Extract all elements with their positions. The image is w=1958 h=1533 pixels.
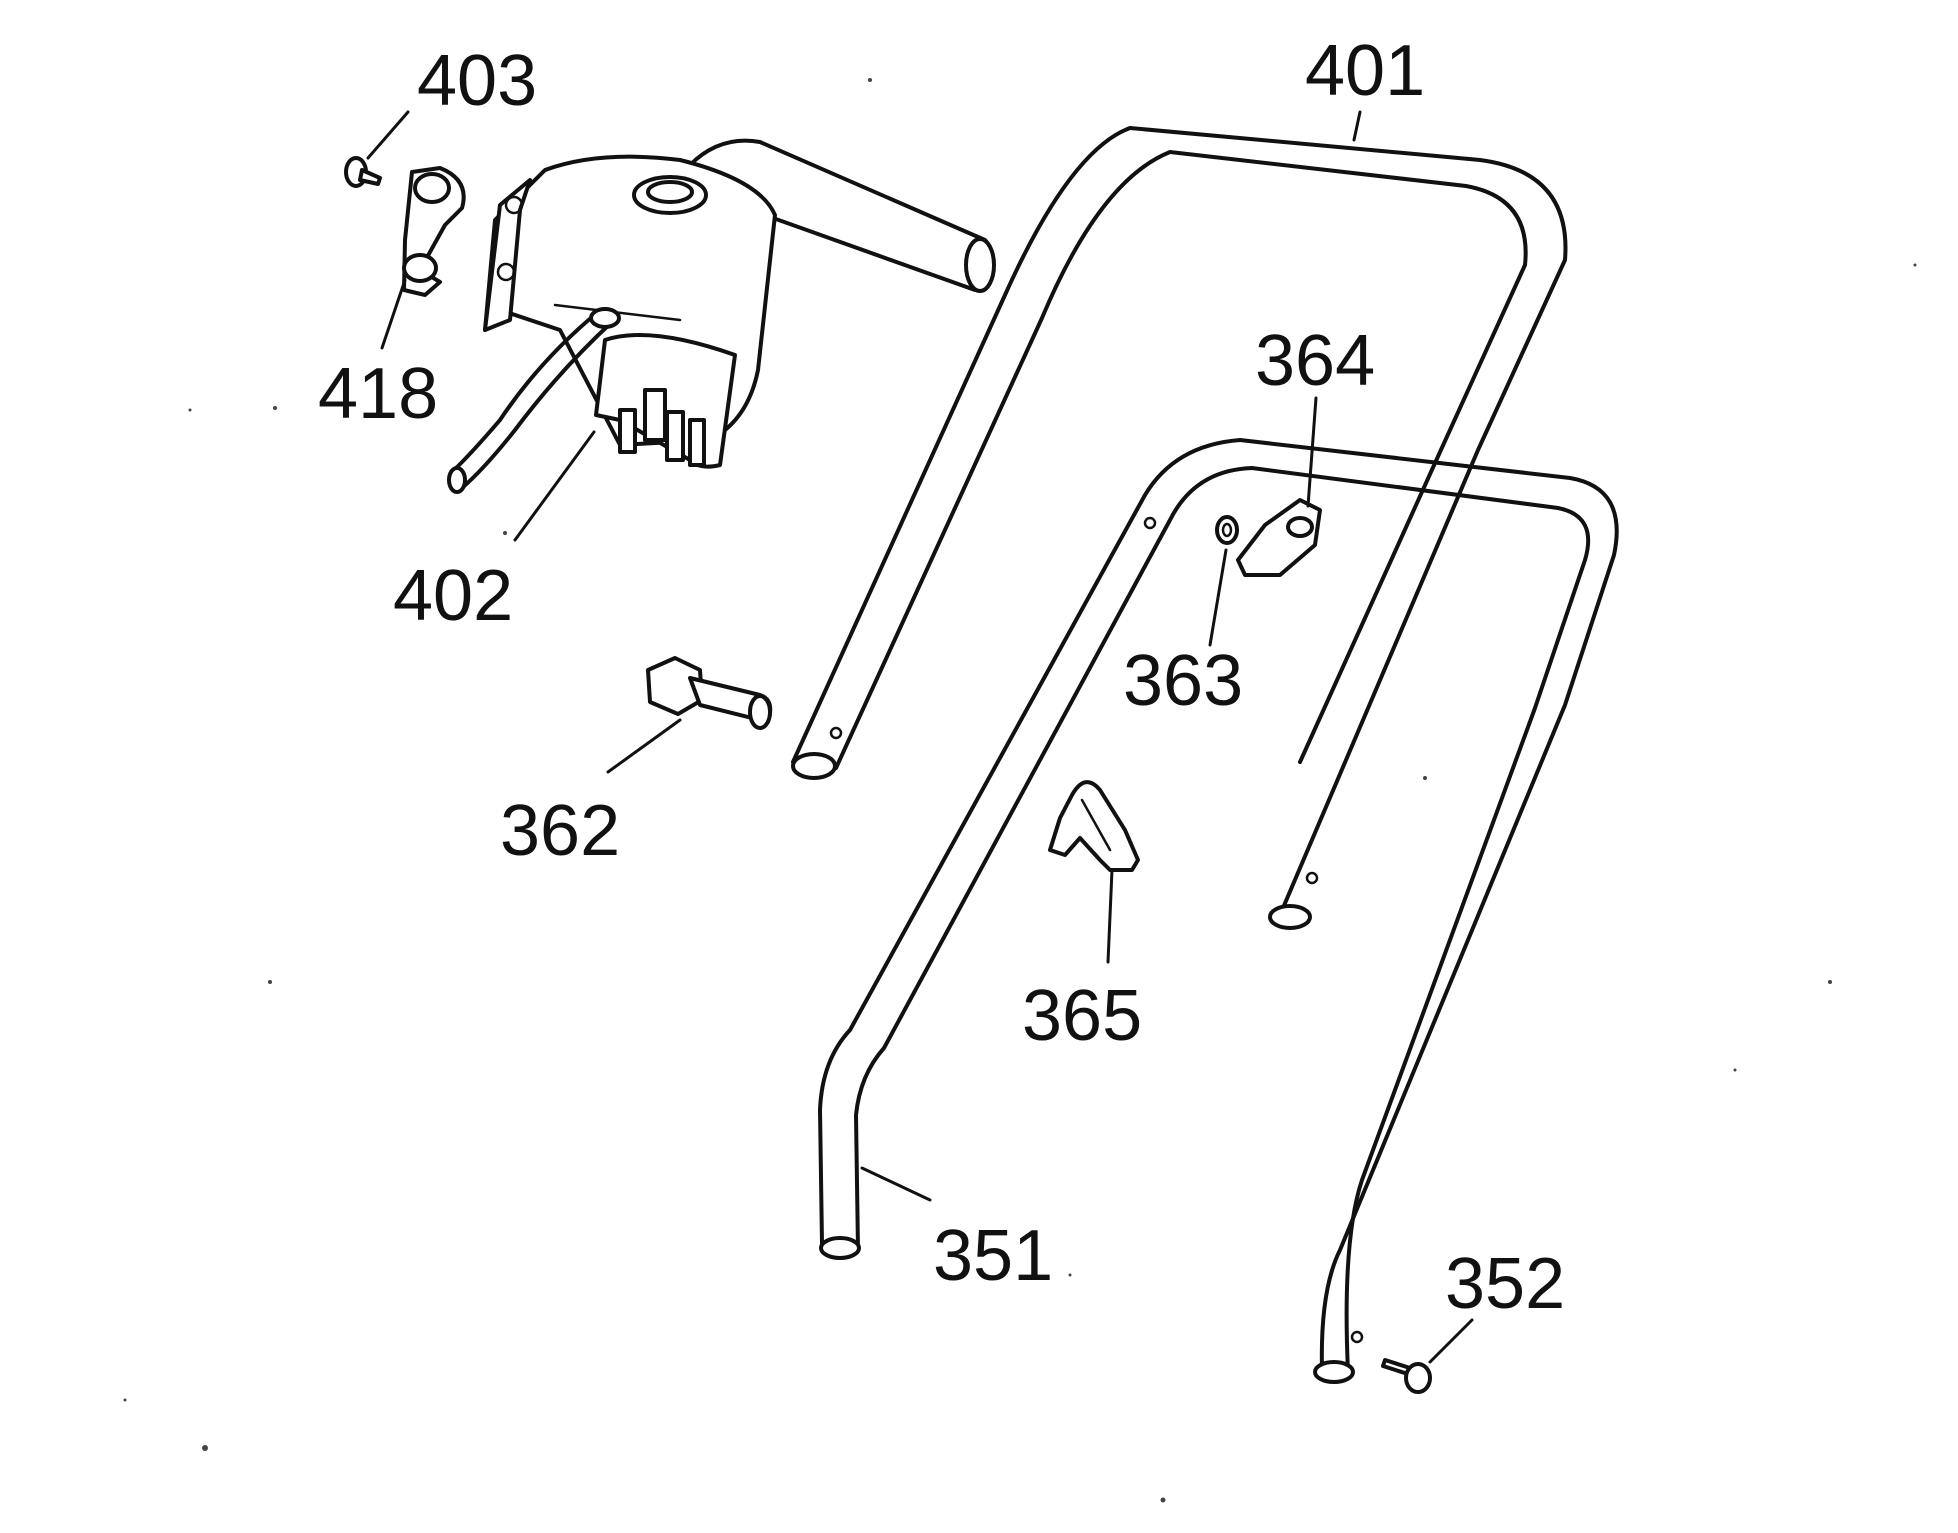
callout-364: 364 bbox=[1255, 321, 1375, 401]
callout-362: 362 bbox=[500, 791, 620, 871]
callout-labels: 403 418 402 401 364 363 362 365 351 352 bbox=[318, 31, 1565, 1324]
scan-specks bbox=[123, 78, 1917, 1503]
leader-lines bbox=[366, 110, 1474, 1364]
lower-handle-351 bbox=[818, 438, 1619, 1384]
bracket-418 bbox=[402, 166, 466, 297]
callout-418: 418 bbox=[318, 354, 438, 434]
knob-364 bbox=[1236, 498, 1322, 577]
callout-351: 351 bbox=[933, 1216, 1053, 1296]
clip-365 bbox=[1048, 780, 1140, 872]
callout-352: 352 bbox=[1445, 1244, 1565, 1324]
callout-365: 365 bbox=[1022, 976, 1142, 1056]
callout-403: 403 bbox=[417, 41, 537, 121]
screw-403 bbox=[344, 156, 382, 188]
screw-352 bbox=[1381, 1358, 1432, 1394]
switch-housing-402 bbox=[447, 138, 996, 494]
callout-402: 402 bbox=[393, 556, 513, 636]
washer-363 bbox=[1215, 515, 1239, 545]
callout-401: 401 bbox=[1305, 31, 1425, 111]
upper-handle-401 bbox=[791, 126, 1568, 930]
bolt-362 bbox=[646, 656, 773, 730]
callout-363: 363 bbox=[1123, 641, 1243, 721]
